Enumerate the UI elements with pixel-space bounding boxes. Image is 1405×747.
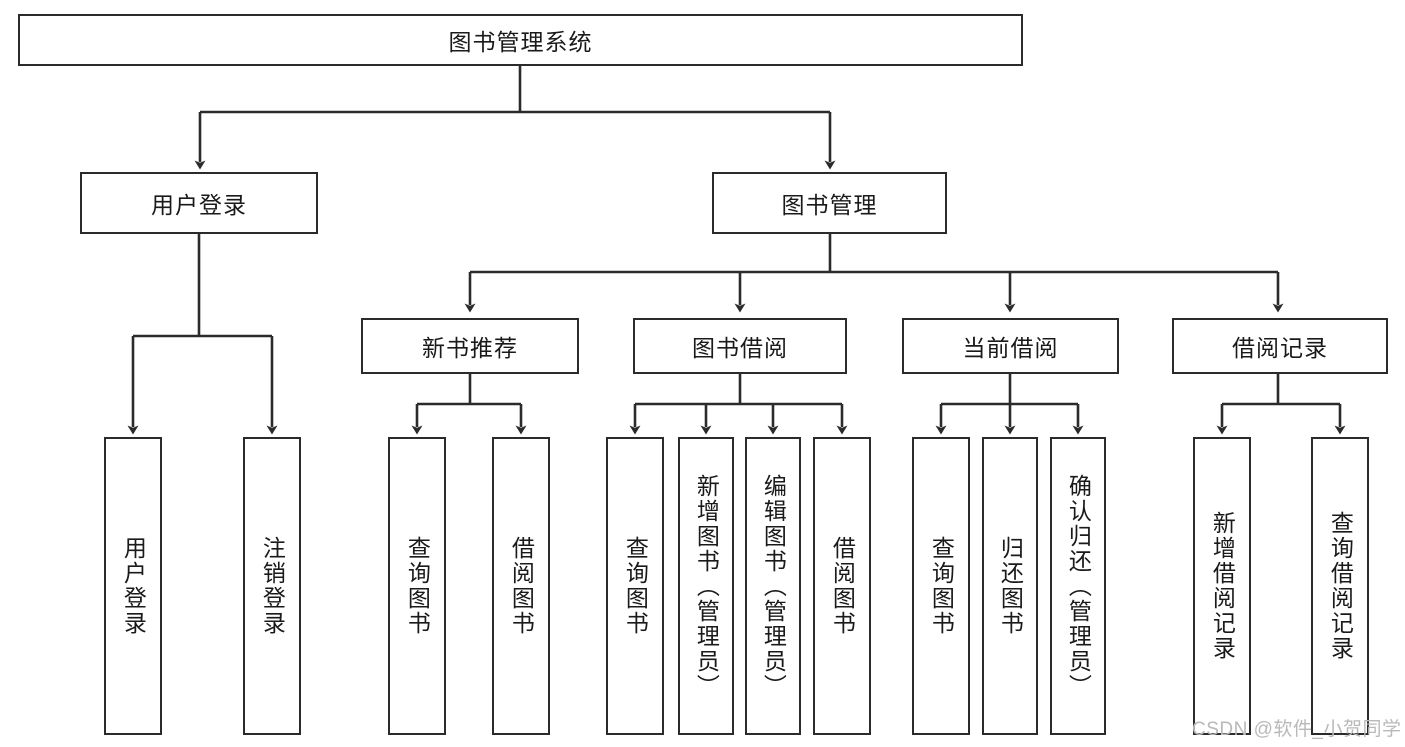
leaf-query-book-current[interactable]: 查询图书 xyxy=(912,437,970,735)
node-root-system[interactable]: 图书管理系统 xyxy=(18,14,1023,66)
leaf-return-book[interactable]: 归还图书 xyxy=(982,437,1038,735)
node-label: 用户登录 xyxy=(120,536,147,636)
node-label: 图书借阅 xyxy=(692,335,788,361)
node-label: 新增图书（管理员） xyxy=(693,473,720,699)
node-label: 借阅记录 xyxy=(1232,335,1328,361)
leaf-borrow-book[interactable]: 借阅图书 xyxy=(813,437,871,735)
leaf-confirm-return-admin[interactable]: 确认归还（管理员） xyxy=(1050,437,1106,735)
csdn-watermark: CSDN @软件_小贺同学 xyxy=(1192,719,1402,740)
node-label: 查询借阅记录 xyxy=(1327,511,1354,661)
leaf-add-book-admin[interactable]: 新增图书（管理员） xyxy=(678,437,734,735)
node-label: 查询图书 xyxy=(404,536,431,636)
leaf-logout[interactable]: 注销登录 xyxy=(243,437,301,735)
leaf-add-borrow-record[interactable]: 新增借阅记录 xyxy=(1193,437,1251,735)
node-label: 编辑图书（管理员） xyxy=(760,473,787,699)
node-book-borrow[interactable]: 图书借阅 xyxy=(633,318,847,374)
node-label: 确认归还（管理员） xyxy=(1065,473,1092,699)
node-label: 查询图书 xyxy=(928,536,955,636)
node-current-borrow[interactable]: 当前借阅 xyxy=(902,318,1119,374)
node-label: 新增借阅记录 xyxy=(1209,511,1236,661)
node-label: 新书推荐 xyxy=(422,335,518,361)
node-book-management[interactable]: 图书管理 xyxy=(712,172,947,234)
node-label: 图书管理 xyxy=(781,192,878,218)
leaf-user-login[interactable]: 用户登录 xyxy=(104,437,162,735)
node-label: 用户登录 xyxy=(151,192,247,218)
node-label: 注销登录 xyxy=(259,536,286,636)
leaf-edit-book-admin[interactable]: 编辑图书（管理员） xyxy=(745,437,801,735)
leaf-query-book-borrow[interactable]: 查询图书 xyxy=(606,437,664,735)
node-label: 当前借阅 xyxy=(962,335,1059,361)
node-user-login[interactable]: 用户登录 xyxy=(80,172,318,234)
node-new-book-recommend[interactable]: 新书推荐 xyxy=(361,318,579,374)
node-label: 借阅图书 xyxy=(829,536,856,636)
node-label: 图书管理系统 xyxy=(448,29,593,55)
node-label: 查询图书 xyxy=(622,536,649,636)
node-label: 归还图书 xyxy=(997,536,1024,636)
node-label: 借阅图书 xyxy=(508,536,535,636)
leaf-borrow-book-recommend[interactable]: 借阅图书 xyxy=(492,437,550,735)
node-borrow-records[interactable]: 借阅记录 xyxy=(1172,318,1388,374)
leaf-query-borrow-record[interactable]: 查询借阅记录 xyxy=(1311,437,1369,735)
leaf-query-book-recommend[interactable]: 查询图书 xyxy=(388,437,446,735)
